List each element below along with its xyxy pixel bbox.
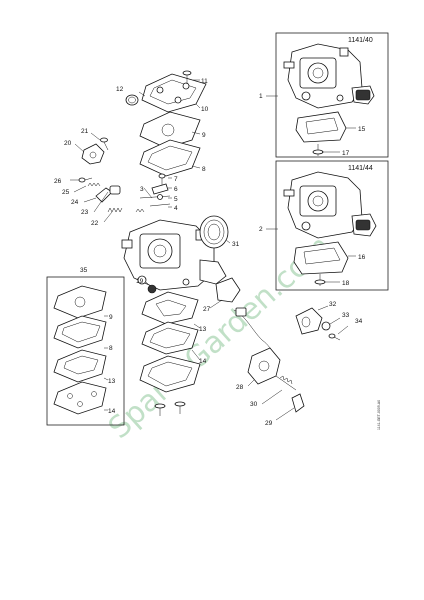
screw-34 (328, 333, 341, 341)
spring-30 (275, 375, 297, 391)
lever-6 (151, 183, 169, 195)
drawing-code: 1141-GET-0009-A0 (377, 400, 381, 430)
label-19: 19 (136, 278, 144, 285)
label-34: 34 (355, 318, 363, 325)
label-8: 8 (202, 166, 206, 173)
label-25: 25 (62, 189, 70, 196)
screw-21 (100, 137, 109, 151)
label-27: 27 (203, 306, 211, 313)
label-10: 10 (201, 106, 209, 113)
idle-fitting-20 (81, 143, 105, 165)
shaft-5 (139, 194, 171, 200)
leader-lines (70, 79, 349, 421)
part-number-labels: 1 2 3 4 5 6 7 8 9 10 11 12 13 14 15 16 1… (54, 78, 366, 427)
screw-11 (182, 70, 192, 84)
label-7: 7 (174, 176, 178, 183)
solenoid-28 (247, 347, 281, 385)
kit-box (46, 276, 125, 426)
cover-14-main (139, 355, 201, 393)
sleeve-32 (295, 307, 323, 335)
fitting-23 (109, 185, 121, 195)
screw-26 (78, 177, 93, 183)
o-ring-12 (125, 94, 139, 106)
diaphragm-cover-16 (293, 241, 349, 275)
screw-17 (312, 144, 324, 156)
diaphragm-13-main (141, 291, 199, 325)
gasket-13b-main (141, 321, 199, 355)
screw-7 (158, 173, 166, 186)
label-22: 22 (91, 220, 99, 227)
label-17: 17 (342, 150, 350, 157)
kit-label-14: 14 (108, 408, 116, 415)
label-24: 24 (71, 199, 79, 206)
label-29: 29 (265, 420, 273, 427)
label-12: 12 (116, 86, 124, 93)
nut-33 (321, 321, 331, 331)
label-14: 14 (199, 358, 207, 365)
carburetor-body-1141-44 (283, 171, 377, 239)
label-18: 18 (342, 280, 350, 287)
sensor-wiring-27 (215, 277, 273, 363)
label-26: 26 (54, 178, 62, 185)
ring-31 (199, 215, 229, 249)
label-2: 2 (259, 226, 263, 233)
kit-diaphragm-9 (53, 285, 107, 319)
label-9: 9 (202, 132, 206, 139)
label-1: 1 (259, 93, 263, 100)
gasket-8 (139, 139, 201, 177)
kit-label-13: 13 (108, 378, 116, 385)
cover-screws (154, 401, 186, 416)
variant-label-1141-44: 1141/44 (348, 165, 373, 172)
kit-gasket-8 (53, 315, 107, 349)
fuel-pump-cover-10 (141, 73, 207, 113)
label-21: 21 (81, 128, 89, 135)
label-11: 11 (201, 78, 208, 85)
label-33: 33 (342, 312, 350, 319)
label-5: 5 (174, 196, 178, 203)
clip-29 (291, 393, 305, 413)
carburetor-assembly-1141-44: 1141/44 (275, 160, 389, 291)
repair-kit-35 (46, 276, 125, 426)
label-35: 35 (80, 267, 88, 274)
label-6: 6 (174, 186, 178, 193)
variant-label-1141-40: 1141/40 (348, 37, 373, 44)
kit-label-9: 9 (109, 314, 113, 321)
label-28: 28 (236, 384, 244, 391)
label-3: 3 (140, 186, 144, 193)
label-13: 13 (199, 326, 207, 333)
diaphragm-cover-15 (295, 111, 347, 143)
kit-gasket-14 (53, 381, 107, 415)
label-20: 20 (64, 140, 72, 147)
spring-3 (135, 208, 145, 213)
pin-4 (149, 203, 171, 207)
spring-25 (87, 182, 101, 187)
label-16: 16 (358, 254, 366, 261)
screen-19 (147, 284, 157, 294)
diaphragm-9 (139, 111, 201, 149)
variant-box-1141-40 (275, 32, 389, 158)
spring-22 (107, 207, 123, 213)
label-32: 32 (329, 301, 337, 308)
carburetor-assembly-1141-40: 1141/40 (275, 32, 389, 158)
label-30: 30 (250, 401, 258, 408)
label-23: 23 (81, 209, 89, 216)
label-31: 31 (232, 241, 240, 248)
carburetor-body-1141-40 (283, 43, 375, 109)
variant-box-1141-44 (275, 160, 389, 291)
screw-18 (314, 274, 326, 286)
label-4: 4 (174, 205, 178, 212)
kit-label-8: 8 (109, 345, 113, 352)
kit-diaphragm-13 (53, 349, 107, 383)
label-15: 15 (358, 126, 366, 133)
